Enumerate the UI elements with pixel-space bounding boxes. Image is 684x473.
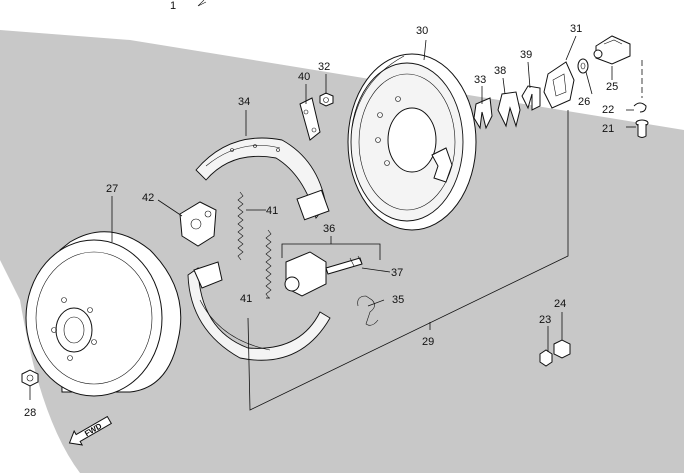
callout-42: 42 [142, 192, 154, 204]
callout-25: 25 [606, 81, 618, 93]
callout-27: 27 [106, 183, 118, 195]
callout-37: 37 [391, 267, 403, 279]
return-spring-upper [237, 191, 244, 261]
backing-plate-part [347, 53, 477, 231]
clip-33 [473, 97, 493, 130]
nut-23 [539, 349, 553, 367]
callout-28: 28 [24, 407, 36, 419]
leader-lines [29, 35, 643, 411]
callout-36: 36 [323, 223, 335, 235]
callout-38: 38 [494, 65, 506, 77]
callout-39: 39 [520, 49, 532, 61]
callout-40: 40 [298, 71, 310, 83]
upper-brake-shoe-part [195, 137, 330, 221]
nut-28 [21, 369, 39, 387]
callout-34: 34 [238, 96, 250, 108]
nut-24 [553, 339, 571, 359]
callout-22: 22 [602, 104, 614, 116]
callout-33: 33 [474, 74, 486, 86]
callout-labels: 1 21 22 23 24 25 26 27 28 29 30 31 32 33… [24, 0, 618, 419]
callout-21: 21 [602, 123, 614, 135]
adjuster-part [179, 201, 217, 247]
pin-21 [635, 119, 649, 138]
strut-40 [299, 97, 321, 141]
top-edge-stub [197, 0, 207, 7]
callout-31: 31 [570, 23, 582, 35]
clip-38 [497, 91, 521, 128]
spring-35 [357, 295, 379, 326]
callout-35: 35 [392, 294, 404, 306]
callout-24: 24 [554, 298, 566, 310]
callout-26: 26 [578, 96, 590, 108]
callout-41-upper: 41 [266, 205, 278, 217]
e-ring-22 [633, 102, 647, 113]
callout-32: 32 [318, 61, 330, 73]
lower-brake-shoe-part [187, 261, 331, 361]
return-spring-lower [265, 229, 272, 299]
wheel-cylinder-part [284, 251, 363, 297]
cap-31 [543, 61, 575, 109]
nut-32 [319, 92, 334, 107]
washer-26 [577, 58, 589, 74]
callout-23: 23 [539, 314, 551, 326]
brake-drum-part [25, 231, 182, 397]
callout-1: 1 [170, 0, 176, 12]
bleeder-25 [593, 35, 631, 65]
callout-41-lower: 41 [240, 293, 252, 305]
callout-30: 30 [416, 25, 428, 37]
callout-29: 29 [422, 336, 434, 348]
